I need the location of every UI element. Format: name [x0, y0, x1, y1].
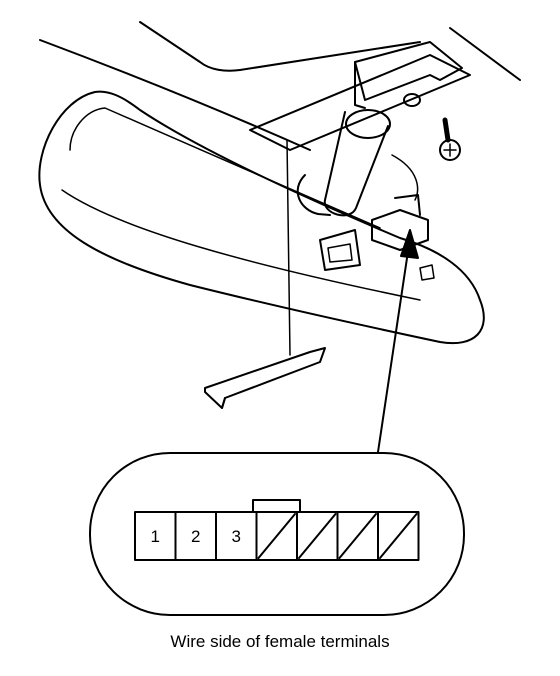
terminal-connector: 1 2 3 — [134, 499, 420, 561]
terminal-unused-slash-4 — [257, 513, 296, 559]
terminal-unused-slash-5 — [298, 513, 337, 559]
terminal-label-1: 1 — [151, 527, 160, 546]
mirror-housing — [38, 90, 485, 345]
mirror-cover — [204, 139, 326, 409]
terminal-label-2: 2 — [191, 527, 200, 546]
mounting-screw — [439, 117, 461, 161]
terminal-label-3: 3 — [232, 527, 241, 546]
mirror-bracket — [319, 229, 435, 281]
mirror-stem — [296, 93, 421, 217]
mirror-connector — [371, 154, 429, 251]
connector-lock-tab — [252, 499, 301, 513]
terminal-7 — [377, 511, 420, 561]
terminal-unused-slash-6 — [338, 513, 377, 559]
callout-arrow — [377, 237, 411, 453]
diagram-caption: Wire side of female terminals — [170, 632, 390, 651]
callout-frame — [89, 452, 465, 616]
callout-arrowhead — [400, 229, 419, 259]
terminal-cells: 1 2 3 — [134, 511, 420, 561]
terminal-unused-slash-7 — [379, 513, 418, 559]
windshield-edge — [39, 21, 521, 151]
mount-base — [249, 41, 471, 151]
